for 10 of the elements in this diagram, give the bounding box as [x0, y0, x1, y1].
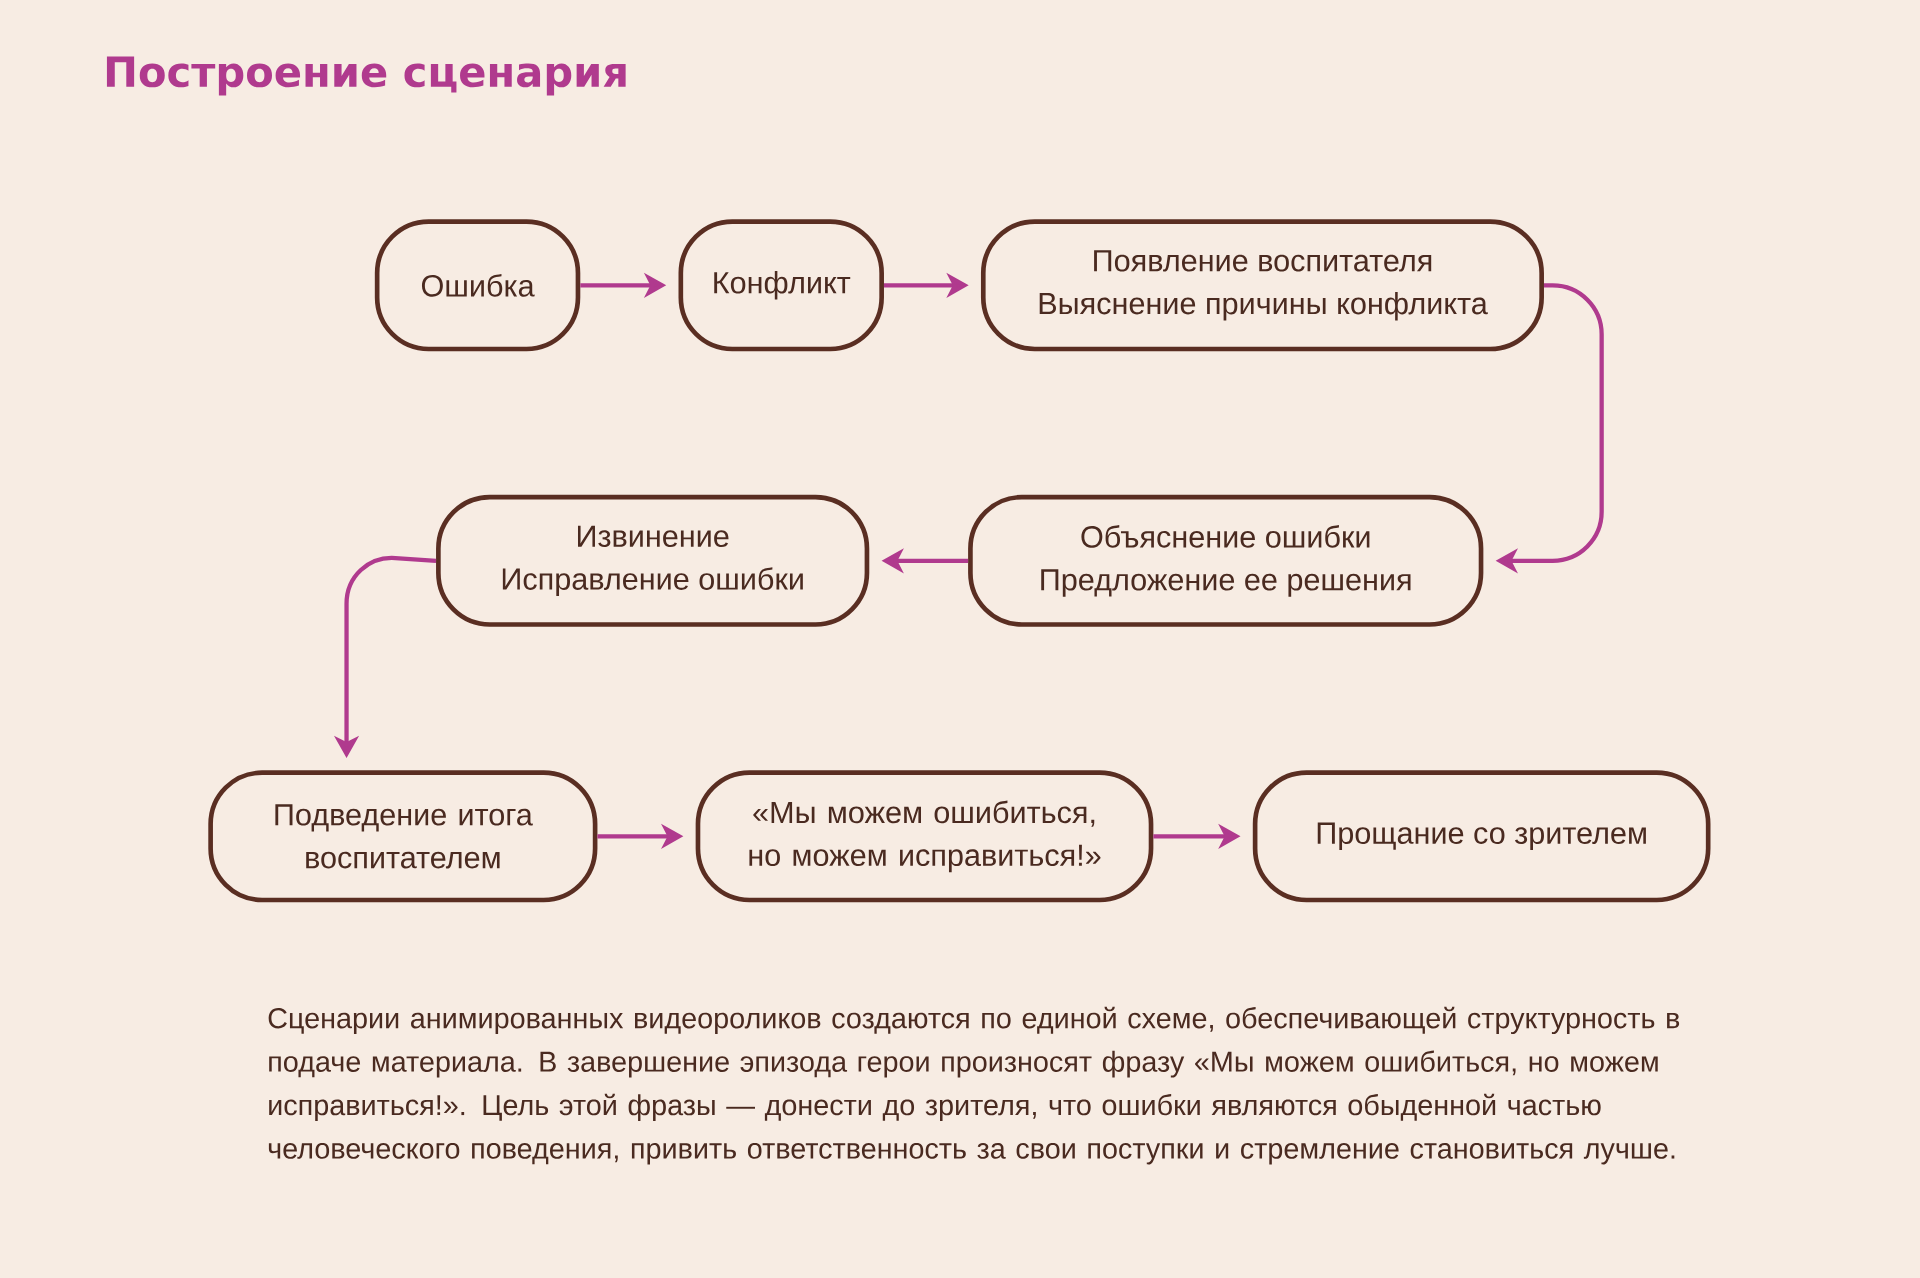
caption: Сценарии анимированных видеороликов создаются по единой схеме, обеспечивающей структурность в подаче материала. В завершение эпизода герои произносят фразу «Мы можем ошибиться, но можем исправиться!». Цель этой фразы — донести до зрителя, что ошибки являются обыденной частью человеческого поведения, привить ответственность за свои поступки и стремление становиться лучше.	[268, 1006, 1680, 1165]
title: Построение сценария	[106, 56, 626, 96]
process-box: Подведение итога воспитателем	[208, 770, 598, 903]
process-box: Конфликт	[678, 219, 884, 352]
process-box: Ошибка	[374, 219, 581, 352]
process-box: Прощание со зрителем	[1252, 770, 1711, 903]
process-box: Извинение Исправление ошибки	[436, 494, 870, 627]
process-box: Объяснение ошибки Предложение ее решения	[968, 494, 1484, 627]
process-box: Появление воспитателя Выяснение причины конфликта	[980, 219, 1544, 352]
process-box: «Мы можем ошибиться, но можем исправиться!»	[695, 770, 1154, 903]
